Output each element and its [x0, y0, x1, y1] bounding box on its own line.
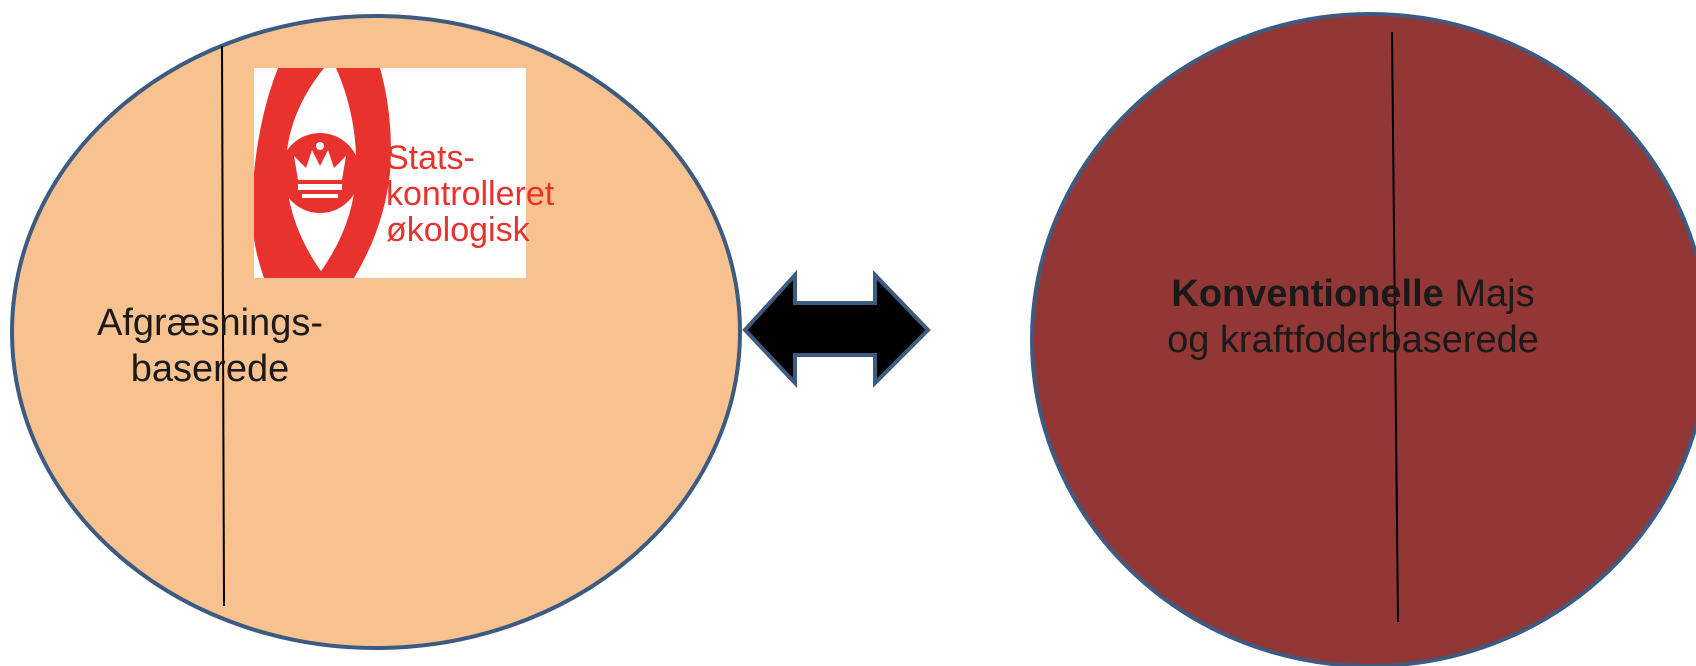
logo-text: Stats- kontrolleret økologisk	[386, 140, 554, 248]
logo-ring-shape	[254, 68, 326, 278]
right-label-line-1: Konventionelle Majs	[1118, 271, 1588, 317]
left-label: Afgræsnings- baserede	[70, 300, 350, 392]
double-arrow-icon	[742, 269, 931, 389]
right-label-line-2: og kraftfoderbaserede	[1167, 319, 1539, 361]
organic-logo	[254, 68, 526, 278]
right-divider-line	[1391, 31, 1399, 623]
right-label: Konventionelle Majs og kraftfoderbasered…	[1118, 271, 1588, 363]
logo-text-line-1: Stats-	[386, 139, 475, 177]
organic-logo-mark	[254, 68, 391, 278]
left-ellipse	[10, 14, 742, 650]
logo-text-line-2: kontrolleret	[386, 175, 555, 213]
left-divider-line	[221, 45, 225, 607]
right-ellipse	[1030, 12, 1696, 666]
left-label-line-2: baserede	[130, 348, 290, 390]
logo-ring-shape-right	[316, 68, 391, 278]
crown-icon	[294, 142, 346, 198]
logo-text-line-3: økologisk	[386, 211, 530, 249]
right-label-rest: Majs	[1443, 273, 1535, 315]
left-label-line-1: Afgræsnings-	[97, 302, 323, 344]
right-label-bold: Konventionelle	[1171, 273, 1444, 315]
